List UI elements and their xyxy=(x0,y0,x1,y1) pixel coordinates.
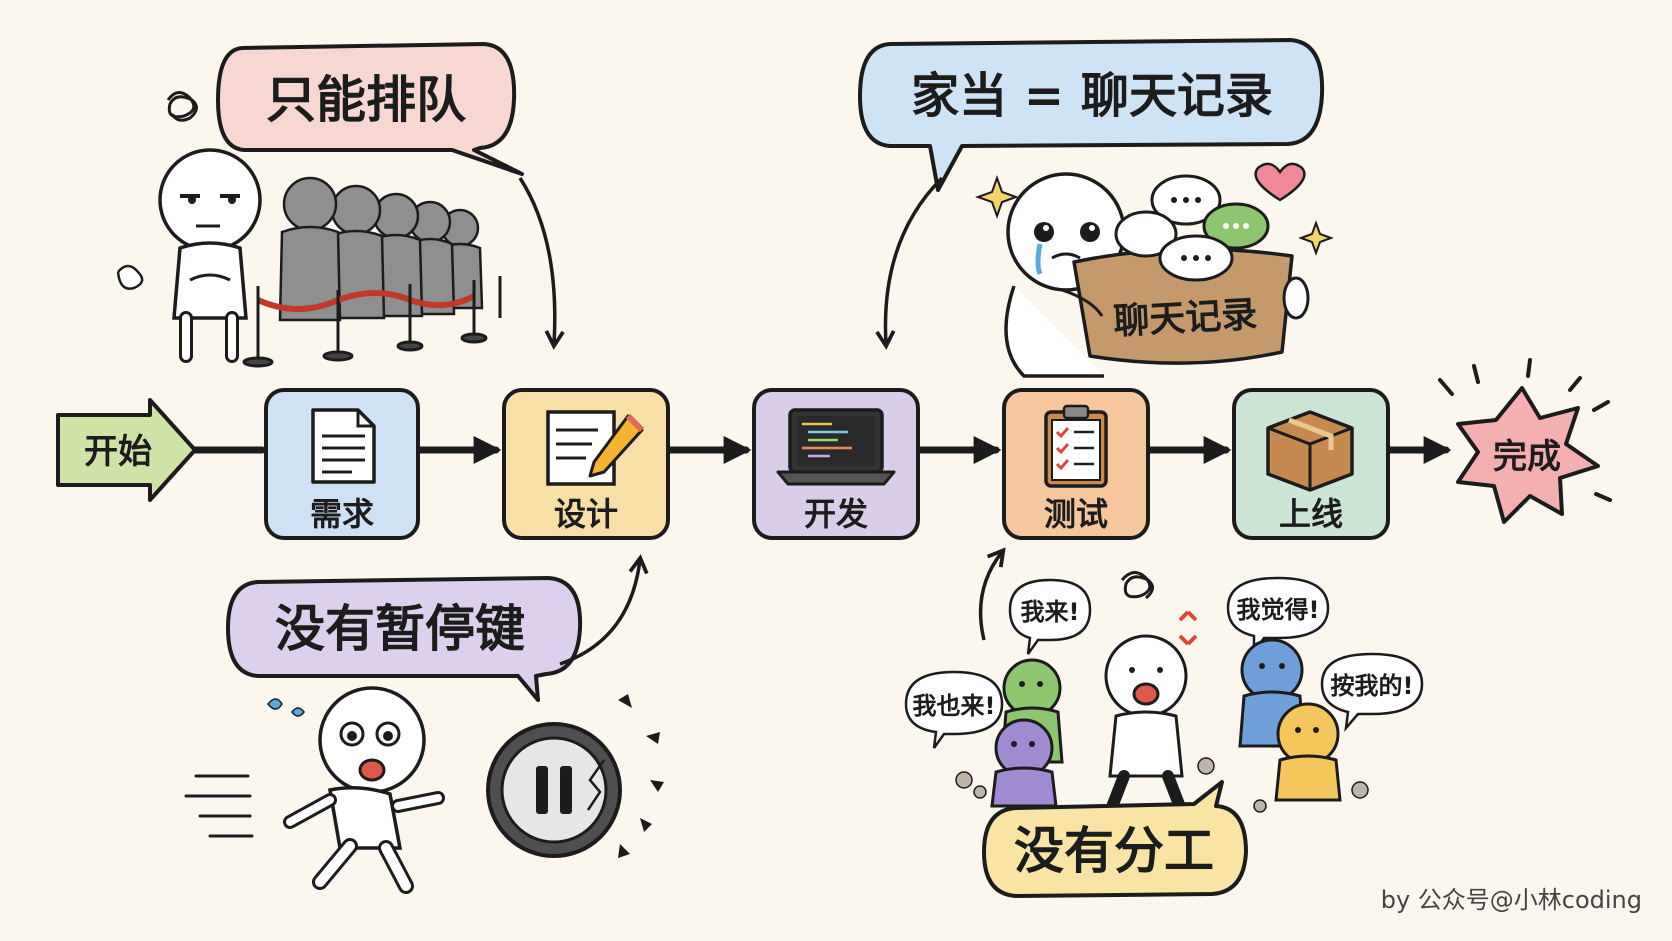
speech-bubble-mine: 按我的! xyxy=(1320,652,1424,732)
start-label: 开始 xyxy=(84,432,152,472)
callout-no-division: 没有分工 xyxy=(982,780,1248,898)
curved-arrow-to-design-from-pause xyxy=(559,554,649,666)
callout-no-pause-text: 没有暂停键 xyxy=(275,600,525,658)
watermark: by 公众号@小林coding xyxy=(1380,886,1642,914)
start-arrow: 开始 xyxy=(56,398,197,502)
callout-no-pause: 没有暂停键 xyxy=(226,576,583,702)
scribble-icon xyxy=(166,91,198,122)
speech-bubble-me: 我来! xyxy=(1008,578,1092,655)
stage-label-design: 设计 xyxy=(554,495,618,533)
package-box-icon xyxy=(1266,410,1354,492)
stage-label-release: 上线 xyxy=(1279,495,1343,533)
pencil-paper-icon xyxy=(546,410,645,486)
speech-mine-text: 按我的! xyxy=(1331,672,1414,700)
arguing-illustration: 我来! 我也来! 我觉得! 按我的! xyxy=(904,571,1424,818)
clipboard-checklist-icon xyxy=(1044,404,1108,488)
stage-develop: 开发 xyxy=(752,388,920,540)
stage-release: 上线 xyxy=(1232,388,1390,540)
anger-icon xyxy=(1178,610,1198,646)
scribble-icon xyxy=(1120,571,1154,600)
callout-queue: 只能排队 xyxy=(216,42,524,176)
stage-label-test: 测试 xyxy=(1044,495,1108,533)
callout-no-division-text: 没有分工 xyxy=(1014,822,1214,880)
sparkle-icon xyxy=(975,175,1019,219)
broken-pause-button-icon xyxy=(486,694,664,858)
heart-icon xyxy=(1254,162,1306,202)
chat-box-illustration: 聊天记录 xyxy=(975,162,1334,378)
queue-illustration xyxy=(116,91,502,368)
end-label: 完成 xyxy=(1493,437,1561,477)
stage-test: 测试 xyxy=(1002,388,1150,540)
curved-arrow-to-design xyxy=(518,177,565,350)
stage-label-develop: 开发 xyxy=(804,495,868,533)
callout-memory-text: 家当 = 聊天记录 xyxy=(911,68,1273,124)
speech-bubble-i-think: 我觉得! xyxy=(1226,576,1330,656)
speech-bubble-me-too: 我也来! xyxy=(904,670,1004,749)
curved-arrow-to-test xyxy=(978,547,1006,641)
speech-me-text: 我来! xyxy=(1021,598,1080,626)
callout-memory: 家当 = 聊天记录 xyxy=(858,38,1325,192)
laptop-icon xyxy=(776,408,896,486)
running-illustration xyxy=(184,686,664,894)
speech-me-too-text: 我也来! xyxy=(913,692,996,720)
stage-requirements: 需求 xyxy=(264,388,420,540)
callout-queue-text: 只能排队 xyxy=(266,71,467,129)
stage-label-requirements: 需求 xyxy=(310,495,374,533)
stage-design: 设计 xyxy=(502,388,670,540)
speech-i-think-text: 我觉得! xyxy=(1237,596,1320,624)
sparkle-icon xyxy=(1298,220,1334,256)
end-burst: 完成 xyxy=(1438,358,1612,524)
document-icon xyxy=(311,408,376,484)
curved-arrow-to-develop xyxy=(875,176,944,350)
chat-box-label: 聊天记录 xyxy=(1112,294,1258,342)
